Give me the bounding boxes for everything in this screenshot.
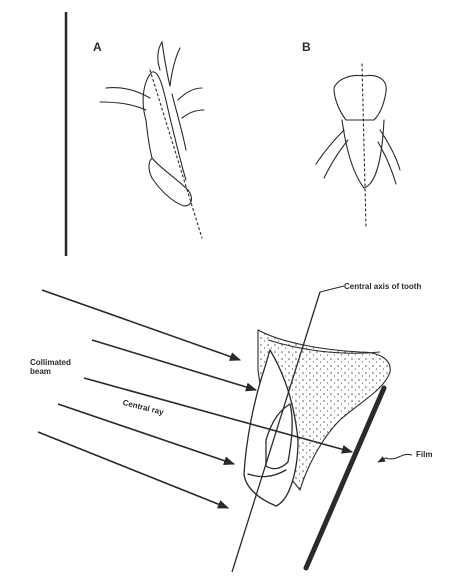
panel-b-tooth — [316, 64, 400, 228]
panel-b-label: B — [302, 40, 311, 54]
film-pointer — [378, 454, 412, 462]
collimated-beam-label-line2: beam — [30, 367, 71, 376]
collimated-beam — [38, 290, 256, 508]
central-axis-leader — [320, 286, 344, 292]
panel-a-label: A — [93, 40, 102, 54]
collimated-beam-label: Collimated beam — [30, 358, 71, 376]
central-axis-label: Central axis of tooth — [344, 282, 421, 291]
film-label: Film — [416, 450, 432, 459]
panel-a-tooth — [100, 42, 204, 238]
collimated-beam-label-line1: Collimated — [30, 358, 71, 367]
